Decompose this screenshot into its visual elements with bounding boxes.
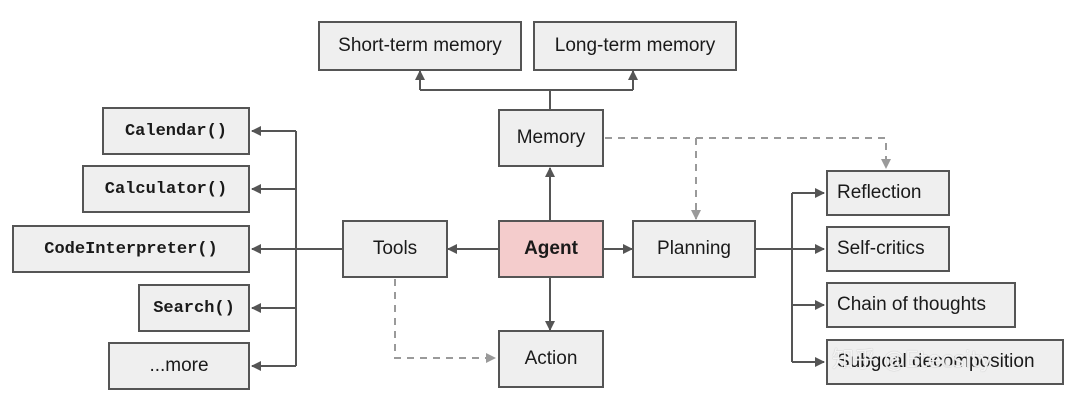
short-term-memory-box: Short-term memory [318,21,522,71]
edge-tools-action-dashed [394,279,496,363]
more-tools-box: ...more [108,342,250,390]
watermark-text: 知乎 @Etecsity [832,348,993,373]
agent-box: Agent [498,220,604,278]
reflection-box: Reflection [826,170,950,216]
search-tool-box: Search() [138,284,250,332]
subgoal-decomposition-box: Subgoal decomposition [826,339,1064,385]
edge-memory-reflection-dashed [605,137,891,169]
memory-box: Memory [498,109,604,167]
tools-box: Tools [342,220,448,278]
chain-of-thoughts-box: Chain of thoughts [826,282,1016,328]
calendar-tool-box: Calendar() [102,107,250,155]
self-critics-box: Self-critics [826,226,950,272]
long-term-memory-box: Long-term memory [533,21,737,71]
code-interpreter-tool-box: CodeInterpreter() [12,225,250,273]
planning-box: Planning [632,220,756,278]
calculator-tool-box: Calculator() [82,165,250,213]
action-box: Action [498,330,604,388]
